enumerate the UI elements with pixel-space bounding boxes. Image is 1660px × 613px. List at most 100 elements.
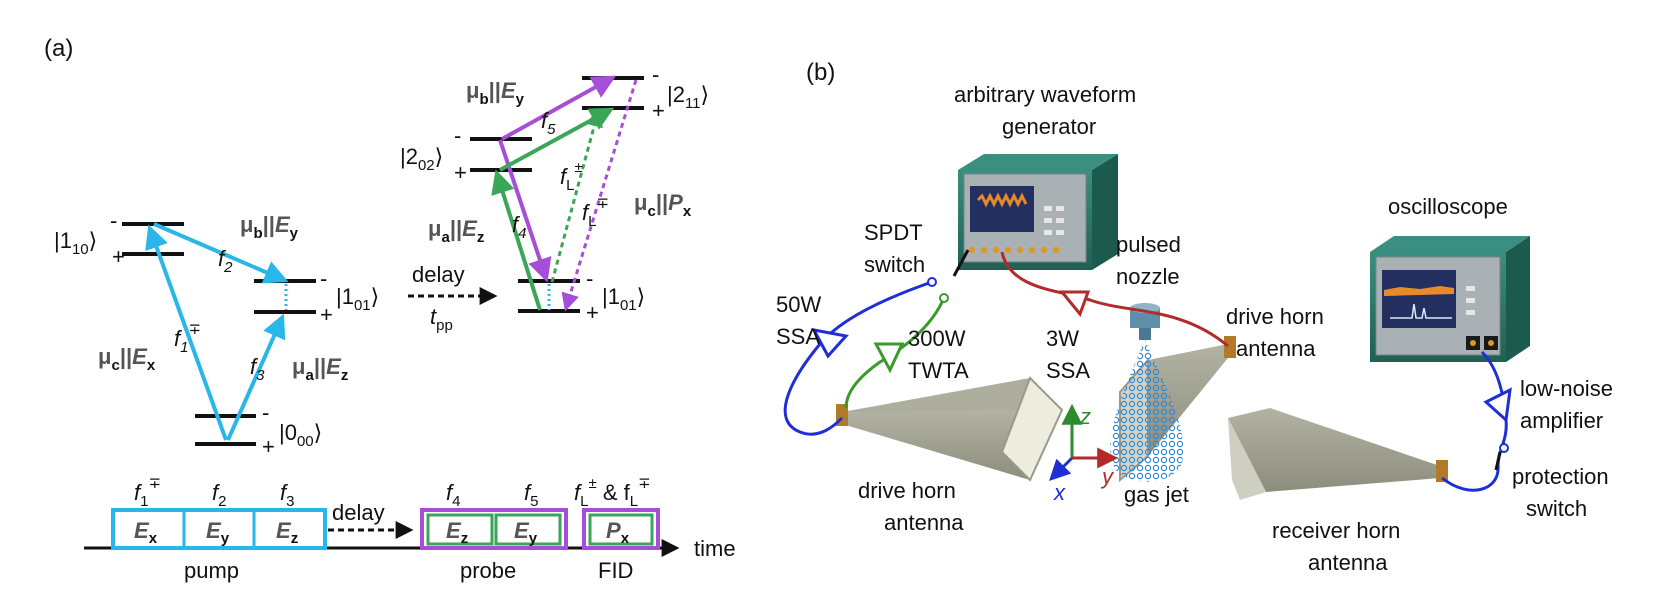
probe-field-Ey: Ey <box>514 518 538 547</box>
dipole-mu-c-Ex: μc||Ex <box>98 344 156 374</box>
horn-left-body <box>842 410 1062 480</box>
fid-field-Px: Px <box>606 518 630 547</box>
osc-btn-3 <box>1466 310 1475 315</box>
oscilloscope-instrument <box>1370 236 1530 362</box>
label-fL-pm: fL± <box>560 159 583 194</box>
protection-label-line2: switch <box>1526 496 1587 521</box>
dipole-mu-a-Ez-right: μa||Ez <box>428 216 484 246</box>
dipole-mu-b-Ey: μb||Ey <box>240 212 299 242</box>
drive-horn-left-label-line2: antenna <box>884 510 964 535</box>
label-f5: f5 <box>541 108 556 138</box>
receiver-mouth <box>1228 418 1266 500</box>
drive-horn-left <box>836 376 1064 482</box>
ket-202: |202⟩ <box>400 144 443 174</box>
label-f3: f3 <box>250 354 265 384</box>
transition-f2-arrow <box>153 222 289 284</box>
axis-x-label: x <box>1053 480 1066 505</box>
lna-label-line2: amplifier <box>1520 408 1603 433</box>
osc-trace <box>1384 286 1454 296</box>
probe-freq-f5: f5 <box>524 480 538 510</box>
drive-horn-right-label-line2: antenna <box>1236 336 1316 361</box>
horn-left-mouth <box>1000 376 1064 482</box>
cable-blue-ssa <box>783 280 933 436</box>
protection-label-line1: protection <box>1512 464 1609 489</box>
ssa3-label-line1: 3W <box>1046 326 1079 351</box>
spdt-label-line2: switch <box>864 252 925 277</box>
label-f2: f2 <box>218 246 233 276</box>
label-f4: f4 <box>512 212 526 242</box>
dipole-mu-c-Px: μc||Px <box>634 190 692 220</box>
gas-jet <box>1110 340 1184 482</box>
parity-211-minus: - <box>652 62 659 87</box>
fid-inner <box>588 513 654 546</box>
protection-switch-contact <box>1499 443 1509 453</box>
transition-fL-mp-dashed <box>561 79 638 312</box>
parity-110-minus: - <box>110 208 117 233</box>
axis-x <box>1049 456 1074 481</box>
twta-label-line1: 300W <box>908 326 966 351</box>
delay-arrow-group: delay tpp <box>408 262 498 334</box>
cable-red-ssa <box>1000 251 1229 348</box>
parity-101b-plus: + <box>586 300 599 325</box>
panel-a-label: (a) <box>44 35 73 62</box>
amp-300w-twta <box>873 342 905 374</box>
amp-3w-ssa <box>1058 290 1091 317</box>
delay-t-pp: tpp <box>430 304 453 334</box>
osc-port-2-pin <box>1488 340 1494 346</box>
probe-inner-Ey <box>494 513 562 546</box>
receiver-feed <box>1436 460 1448 482</box>
label-f1: f1∓ <box>174 321 201 356</box>
awg-side <box>1092 154 1118 270</box>
amp-50w-ssa <box>811 327 849 359</box>
cables <box>783 249 1512 492</box>
axis-y-label: y <box>1100 464 1115 489</box>
oscilloscope-label: oscilloscope <box>1388 194 1508 219</box>
parity-000-minus: - <box>262 400 269 425</box>
amp-low-noise <box>1483 387 1512 424</box>
drive-horn-right-label-line1: drive horn <box>1226 304 1324 329</box>
transition-f1-arrow <box>145 224 228 441</box>
awg-btn-5 <box>1044 230 1052 235</box>
pump-freq-f1: f1∓ <box>134 475 161 510</box>
pump-block <box>111 508 327 550</box>
parity-101b-minus: - <box>586 266 593 291</box>
osc-screen <box>1382 270 1456 328</box>
coordinate-axes: z y x <box>1049 403 1119 505</box>
transition-f4-arrow <box>491 169 542 311</box>
timeline-delay-label: delay <box>332 500 385 525</box>
parity-101-plus: + <box>320 302 333 327</box>
awg-screen <box>970 186 1034 232</box>
osc-side <box>1506 236 1530 362</box>
fid-label: FID <box>598 558 633 583</box>
osc-btn-1 <box>1466 286 1475 291</box>
parity-000-plus: + <box>262 434 275 459</box>
fid-freqs: fL± & fL∓ <box>574 475 651 510</box>
panel-b-label: (b) <box>806 59 835 86</box>
parity-101-minus: - <box>320 266 327 291</box>
probe-label: probe <box>460 558 516 583</box>
twta-label-line2: TWTA <box>908 358 969 383</box>
awg-btn-2 <box>1056 206 1064 211</box>
pump-field-Ex: Ex <box>134 518 158 547</box>
parity-211-plus: + <box>652 98 665 123</box>
probe-field-Ez: Ez <box>446 518 468 547</box>
nozzle-tip <box>1139 328 1151 340</box>
awg-label-line2: generator <box>1002 114 1096 139</box>
transition-fL-pm-dashed <box>550 108 603 283</box>
axis-z-label: z <box>1079 404 1091 429</box>
delay-label: delay <box>412 262 465 287</box>
receiver-horn <box>1228 408 1448 500</box>
transition-f5-purple <box>501 75 617 141</box>
spdt-contact-1 <box>927 277 937 287</box>
receiver-label-line2: antenna <box>1308 550 1388 575</box>
awg-btn-3 <box>1044 218 1052 223</box>
osc-spectrum <box>1390 303 1452 319</box>
awg-instrument <box>958 154 1118 270</box>
spdt-contact-2 <box>939 293 949 303</box>
horn-right-feed <box>1224 336 1236 358</box>
awg-label-line1: arbitrary waveform <box>954 82 1136 107</box>
cable-green-twta <box>844 297 946 409</box>
ket-101: |101⟩ <box>336 284 379 314</box>
protection-switch-lever <box>1494 451 1502 471</box>
